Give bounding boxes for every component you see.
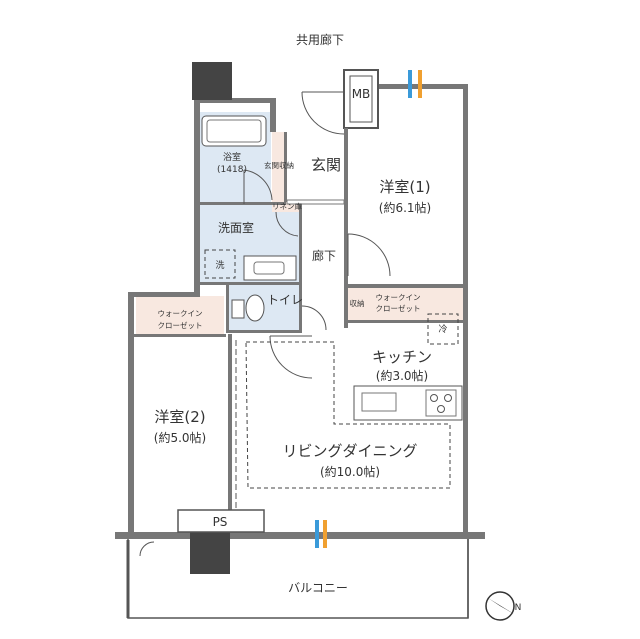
- wall-toilet-bottom: [226, 330, 302, 333]
- ldk-door-arc: [269, 335, 313, 379]
- wall-top-left: [194, 98, 274, 103]
- vanity: [243, 255, 297, 281]
- washroom-label: 洗面室: [218, 220, 254, 235]
- bath-label: 浴室: [223, 151, 241, 163]
- kitchen-size: (約3.0帖): [376, 368, 428, 383]
- kitchen-stove: [425, 389, 457, 417]
- north-label: N: [515, 603, 522, 613]
- ps-box: [177, 509, 265, 533]
- window-marker-bottom-blue: [315, 520, 319, 548]
- wall-washroom-bottom: [198, 282, 302, 285]
- ldk-label: リビングダイニング: [282, 442, 417, 460]
- entrance-door-arc: [301, 91, 345, 135]
- window-marker-top-orange: [418, 70, 422, 98]
- wic-right-label: ウォークイン: [376, 293, 421, 302]
- corridor-label: 共用廊下: [296, 32, 344, 47]
- fridge-label: 冷: [438, 323, 447, 335]
- wic-left-label: ウォークイン: [158, 309, 203, 318]
- wall-left-upper: [194, 100, 200, 296]
- bath-door-arc: [243, 169, 273, 201]
- ldk-zone: [245, 341, 451, 489]
- wall-hall-right: [344, 288, 348, 328]
- bathtub: [201, 115, 267, 147]
- pillar-bottom: [190, 532, 230, 574]
- balcony-door-arc: [139, 541, 155, 557]
- north-compass: [485, 591, 515, 621]
- washroom-door-arc: [275, 211, 299, 237]
- window-marker-top-blue: [408, 70, 412, 98]
- kitchen-sink: [361, 392, 397, 412]
- bath-size: (1418): [217, 165, 247, 175]
- entrance-storage-label: 玄関収納: [264, 160, 294, 170]
- burner-2: [444, 394, 452, 402]
- fridge-box: [427, 313, 459, 345]
- wall-left-lower: [128, 296, 134, 538]
- ps-label: PS: [213, 515, 228, 529]
- ldk-size: (約10.0帖): [320, 464, 380, 479]
- washer-label: 洗: [215, 259, 224, 271]
- wall-western1-bottom: [348, 284, 466, 288]
- wall-left-step: [128, 292, 200, 297]
- storage-area: [348, 288, 366, 320]
- entrance-storage-area: [272, 132, 286, 200]
- western1-size: (約6.1帖): [379, 200, 431, 215]
- wic-right-area: [366, 288, 464, 320]
- hallway-label: 廊下: [312, 248, 336, 263]
- western2-label: 洋室(2): [154, 408, 205, 426]
- toilet-tank: [231, 299, 245, 319]
- balcony-area: [127, 537, 469, 619]
- wic-right-label2: クローゼット: [376, 303, 421, 313]
- kitchen-counter: [353, 385, 463, 421]
- toilet-label: トイレ: [267, 293, 303, 307]
- north-arrow: [488, 598, 514, 614]
- toilet-bowl: [245, 294, 265, 322]
- wall-western1-left: [344, 128, 348, 288]
- storage-label: 収納: [350, 298, 365, 308]
- wall-washroom-right: [299, 204, 302, 332]
- entrance-label: 玄関: [311, 156, 341, 174]
- vanity-sink: [253, 261, 285, 275]
- kitchen-label: キッチン: [372, 348, 432, 366]
- wall-entrance-left: [284, 132, 287, 202]
- wall-bottom: [115, 532, 485, 539]
- bathtub-inner: [206, 119, 262, 143]
- balcony-label: バルコニー: [288, 581, 348, 595]
- entrance-step: [286, 199, 345, 205]
- burner-1: [430, 394, 438, 402]
- wall-top-right: [378, 84, 468, 89]
- wall-toilet-left: [226, 284, 229, 332]
- wall-right: [463, 84, 468, 538]
- western1-label: 洋室(1): [379, 178, 430, 196]
- linen-label: リネン庫: [272, 201, 302, 211]
- wic-left-label2: クローゼット: [158, 320, 203, 330]
- wall-top-left2: [270, 98, 276, 132]
- wall-wic-left-bottom: [134, 334, 226, 337]
- pillar-top: [192, 62, 232, 100]
- wall-wic-right-bottom: [348, 320, 466, 323]
- wic-left-area: [136, 296, 224, 336]
- wall-bath-bottom: [198, 202, 286, 205]
- mb-label: MB: [352, 87, 371, 101]
- western1-door-arc: [347, 233, 391, 277]
- wall-western2-right: [228, 334, 232, 532]
- washer-box: [204, 249, 236, 279]
- mb-inner: [349, 75, 373, 123]
- toilet-door-arc: [301, 305, 327, 331]
- burner-3: [437, 405, 445, 413]
- western2-size: (約5.0帖): [154, 430, 206, 445]
- window-marker-bottom-orange: [323, 520, 327, 548]
